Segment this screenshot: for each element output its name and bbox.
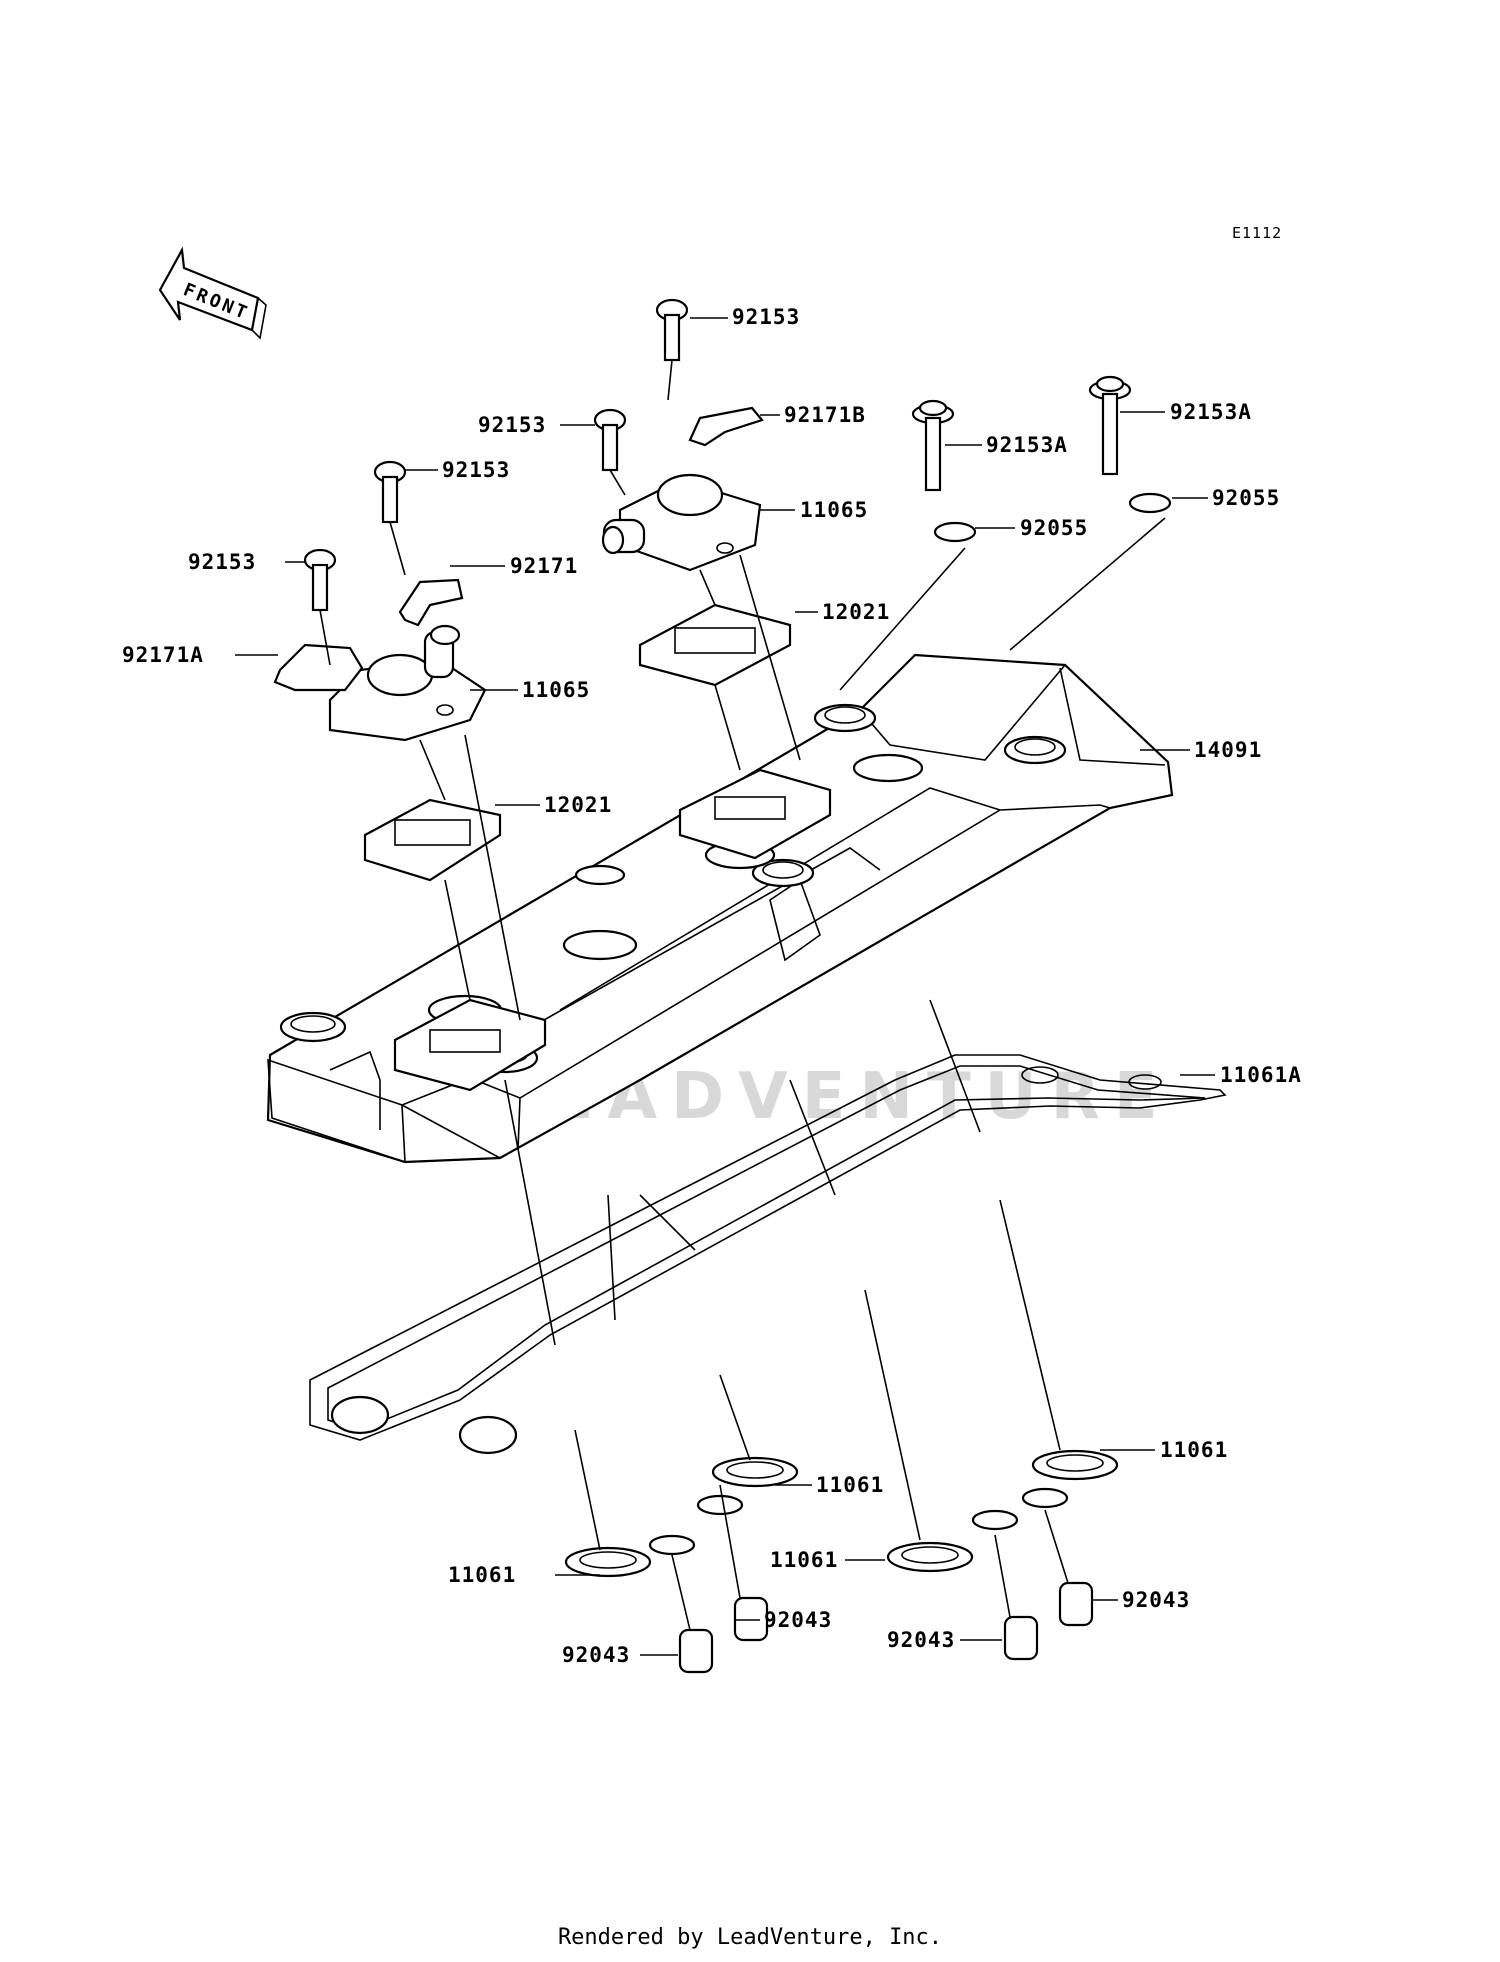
label-11061-left: 11061 <box>448 1563 517 1587</box>
plug-seal-11061-1 <box>564 1534 696 1578</box>
label-92043-left: 92043 <box>562 1643 631 1667</box>
reed-plate-left-12021 <box>363 798 502 882</box>
label-92153-left-lower: 92153 <box>188 550 257 574</box>
bolt-92153-mid <box>593 408 627 472</box>
grommet-92055-right <box>1128 492 1172 514</box>
collar-92043-2 <box>733 1596 769 1642</box>
label-11065-left: 11065 <box>522 678 591 702</box>
label-14091: 14091 <box>1194 738 1263 762</box>
label-11061-mid: 11061 <box>770 1548 839 1572</box>
bolt-92153a-right <box>1088 375 1132 476</box>
label-12021-left: 12021 <box>544 793 613 817</box>
label-92153-top: 92153 <box>732 305 801 329</box>
label-92055-right: 92055 <box>1212 486 1281 510</box>
label-92043-mid: 92043 <box>887 1628 956 1652</box>
label-92043-right: 92043 <box>1122 1588 1191 1612</box>
label-92171a: 92171A <box>122 643 204 667</box>
breather-cover-right-11065 <box>601 473 762 572</box>
clamp-92171a <box>273 643 364 692</box>
label-11061a: 11061A <box>1220 1063 1302 1087</box>
label-92153a-right: 92153A <box>1170 400 1252 424</box>
label-92055-left: 92055 <box>1020 516 1089 540</box>
front-arrow-icon: FRONT <box>158 246 267 340</box>
label-11065-right: 11065 <box>800 498 869 522</box>
collar-92043-4 <box>1058 1581 1094 1627</box>
reed-plate-right-12021 <box>638 603 792 687</box>
label-92171: 92171 <box>510 554 579 578</box>
label-11061-right: 11061 <box>1160 1438 1229 1462</box>
footer-credit: Rendered by LeadVenture, Inc. <box>557 1925 943 1950</box>
collar-92043-1 <box>678 1628 714 1674</box>
bolt-92153-top <box>655 298 689 362</box>
label-92153a-left: 92153A <box>986 433 1068 457</box>
leader-lines <box>235 317 1215 1656</box>
plug-seal-11061-3 <box>886 1509 1019 1573</box>
label-11061-center: 11061 <box>816 1473 885 1497</box>
label-92153-mid: 92153 <box>478 413 547 437</box>
plug-seal-11061-4 <box>1021 1449 1119 1509</box>
gasket-11061a <box>309 1054 1227 1455</box>
plug-seal-11061-2 <box>696 1456 799 1516</box>
clamp-92171b <box>688 406 764 447</box>
grommet-92055-left <box>933 521 977 543</box>
collar-92043-3 <box>1003 1615 1039 1661</box>
bolt-92153-left-upper <box>373 460 407 524</box>
clamp-92171 <box>398 578 464 627</box>
bolt-92153-left-lower <box>303 548 337 612</box>
diagram-code: E1112 <box>1232 224 1283 242</box>
bolt-92153a-left <box>911 399 955 492</box>
breather-cover-left-11065 <box>328 624 487 742</box>
valve-cover-14091 <box>266 653 1174 1164</box>
label-92153-left-upper: 92153 <box>442 458 511 482</box>
label-12021-right: 12021 <box>822 600 891 624</box>
label-92171b: 92171B <box>784 403 866 427</box>
label-92043-center: 92043 <box>764 1608 833 1632</box>
